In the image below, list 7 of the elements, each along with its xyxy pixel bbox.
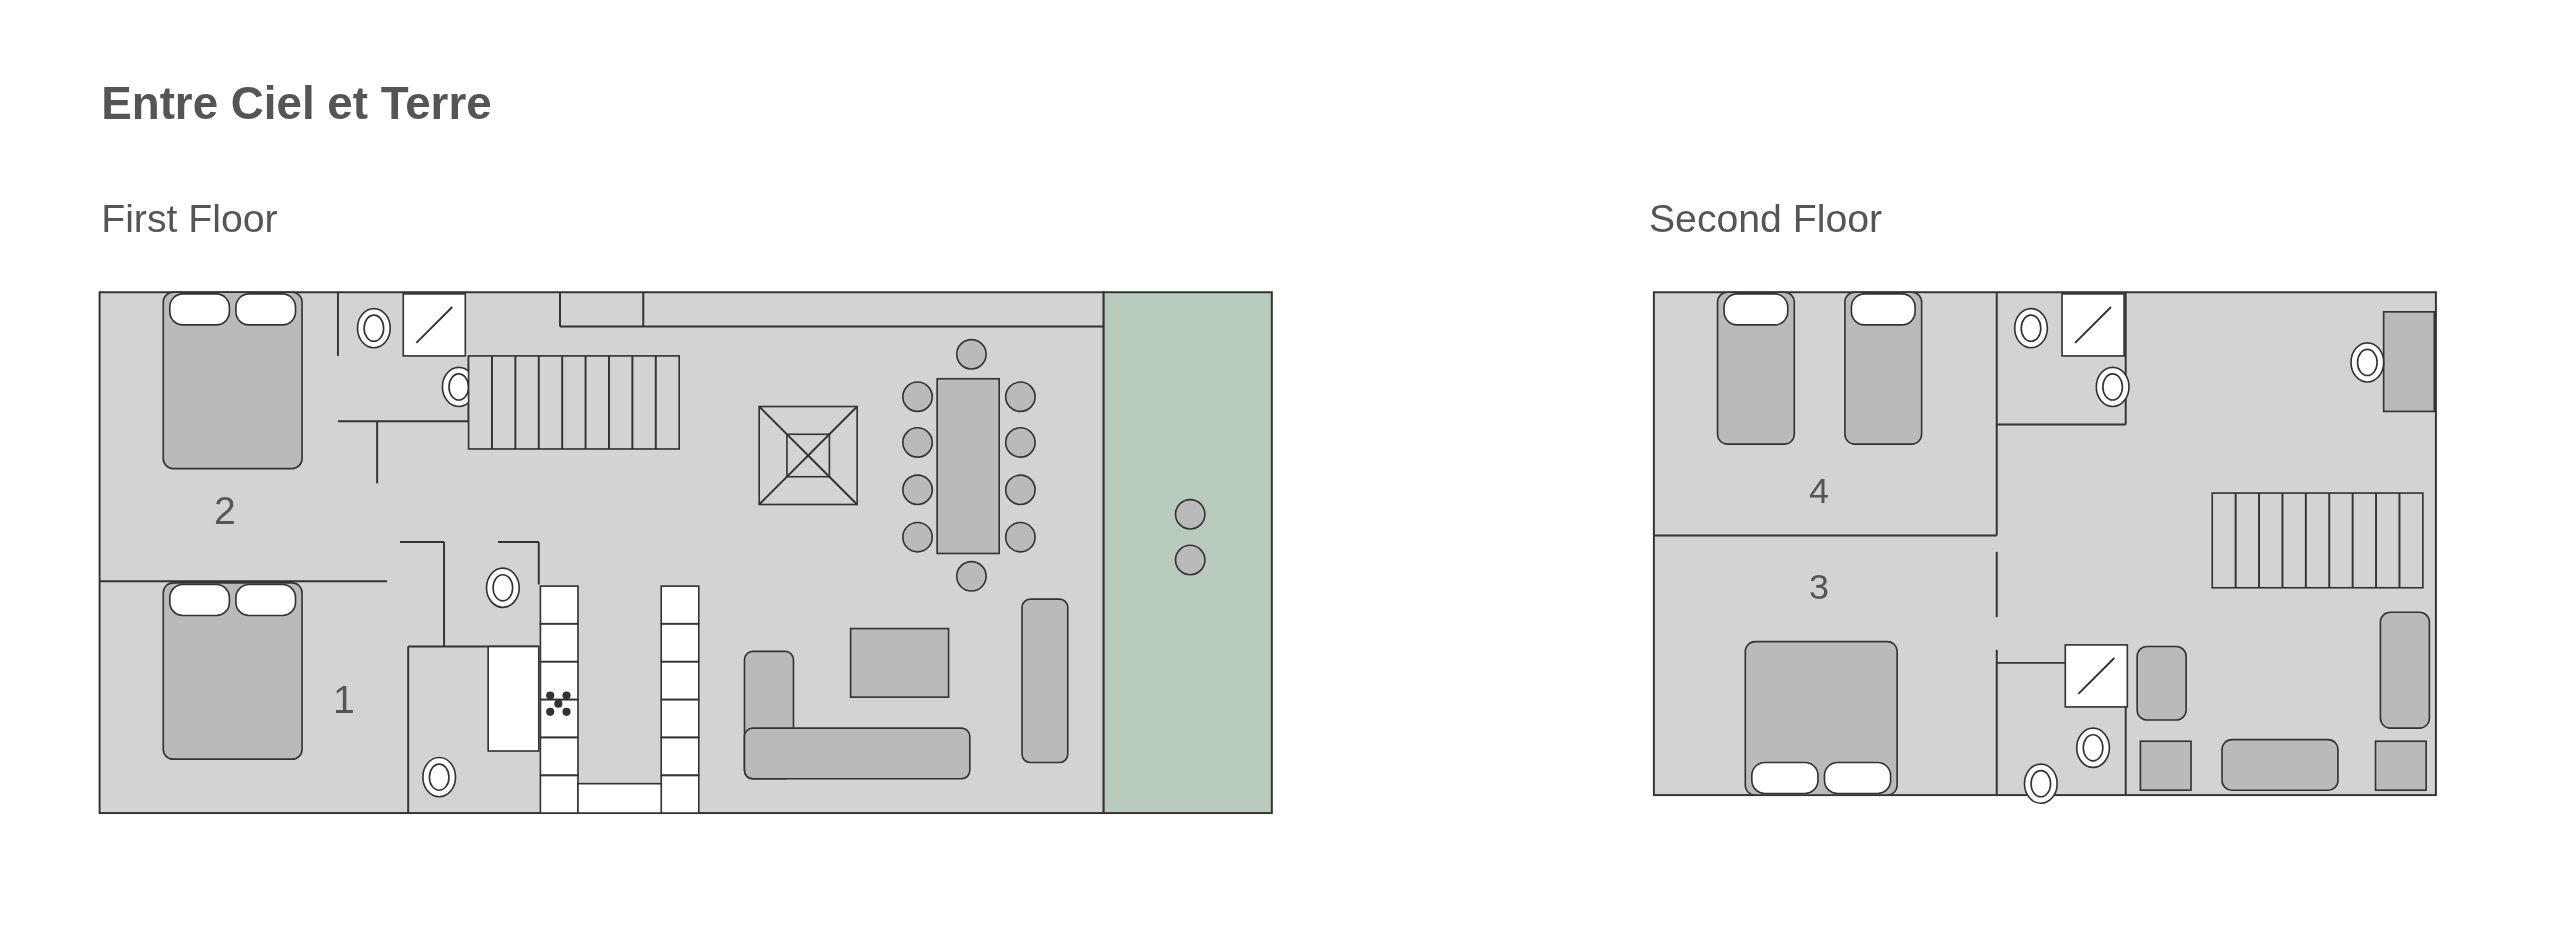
room-number: 1 [333, 680, 355, 720]
floor-heading: First Floor [101, 199, 278, 239]
plan-title: Entre Ciel et Terre [101, 81, 492, 128]
room-number: 2 [213, 491, 236, 531]
floor-heading: Second Floor [1649, 199, 1883, 239]
room-number: 4 [1809, 473, 1829, 510]
room-number: 3 [1809, 569, 1829, 606]
